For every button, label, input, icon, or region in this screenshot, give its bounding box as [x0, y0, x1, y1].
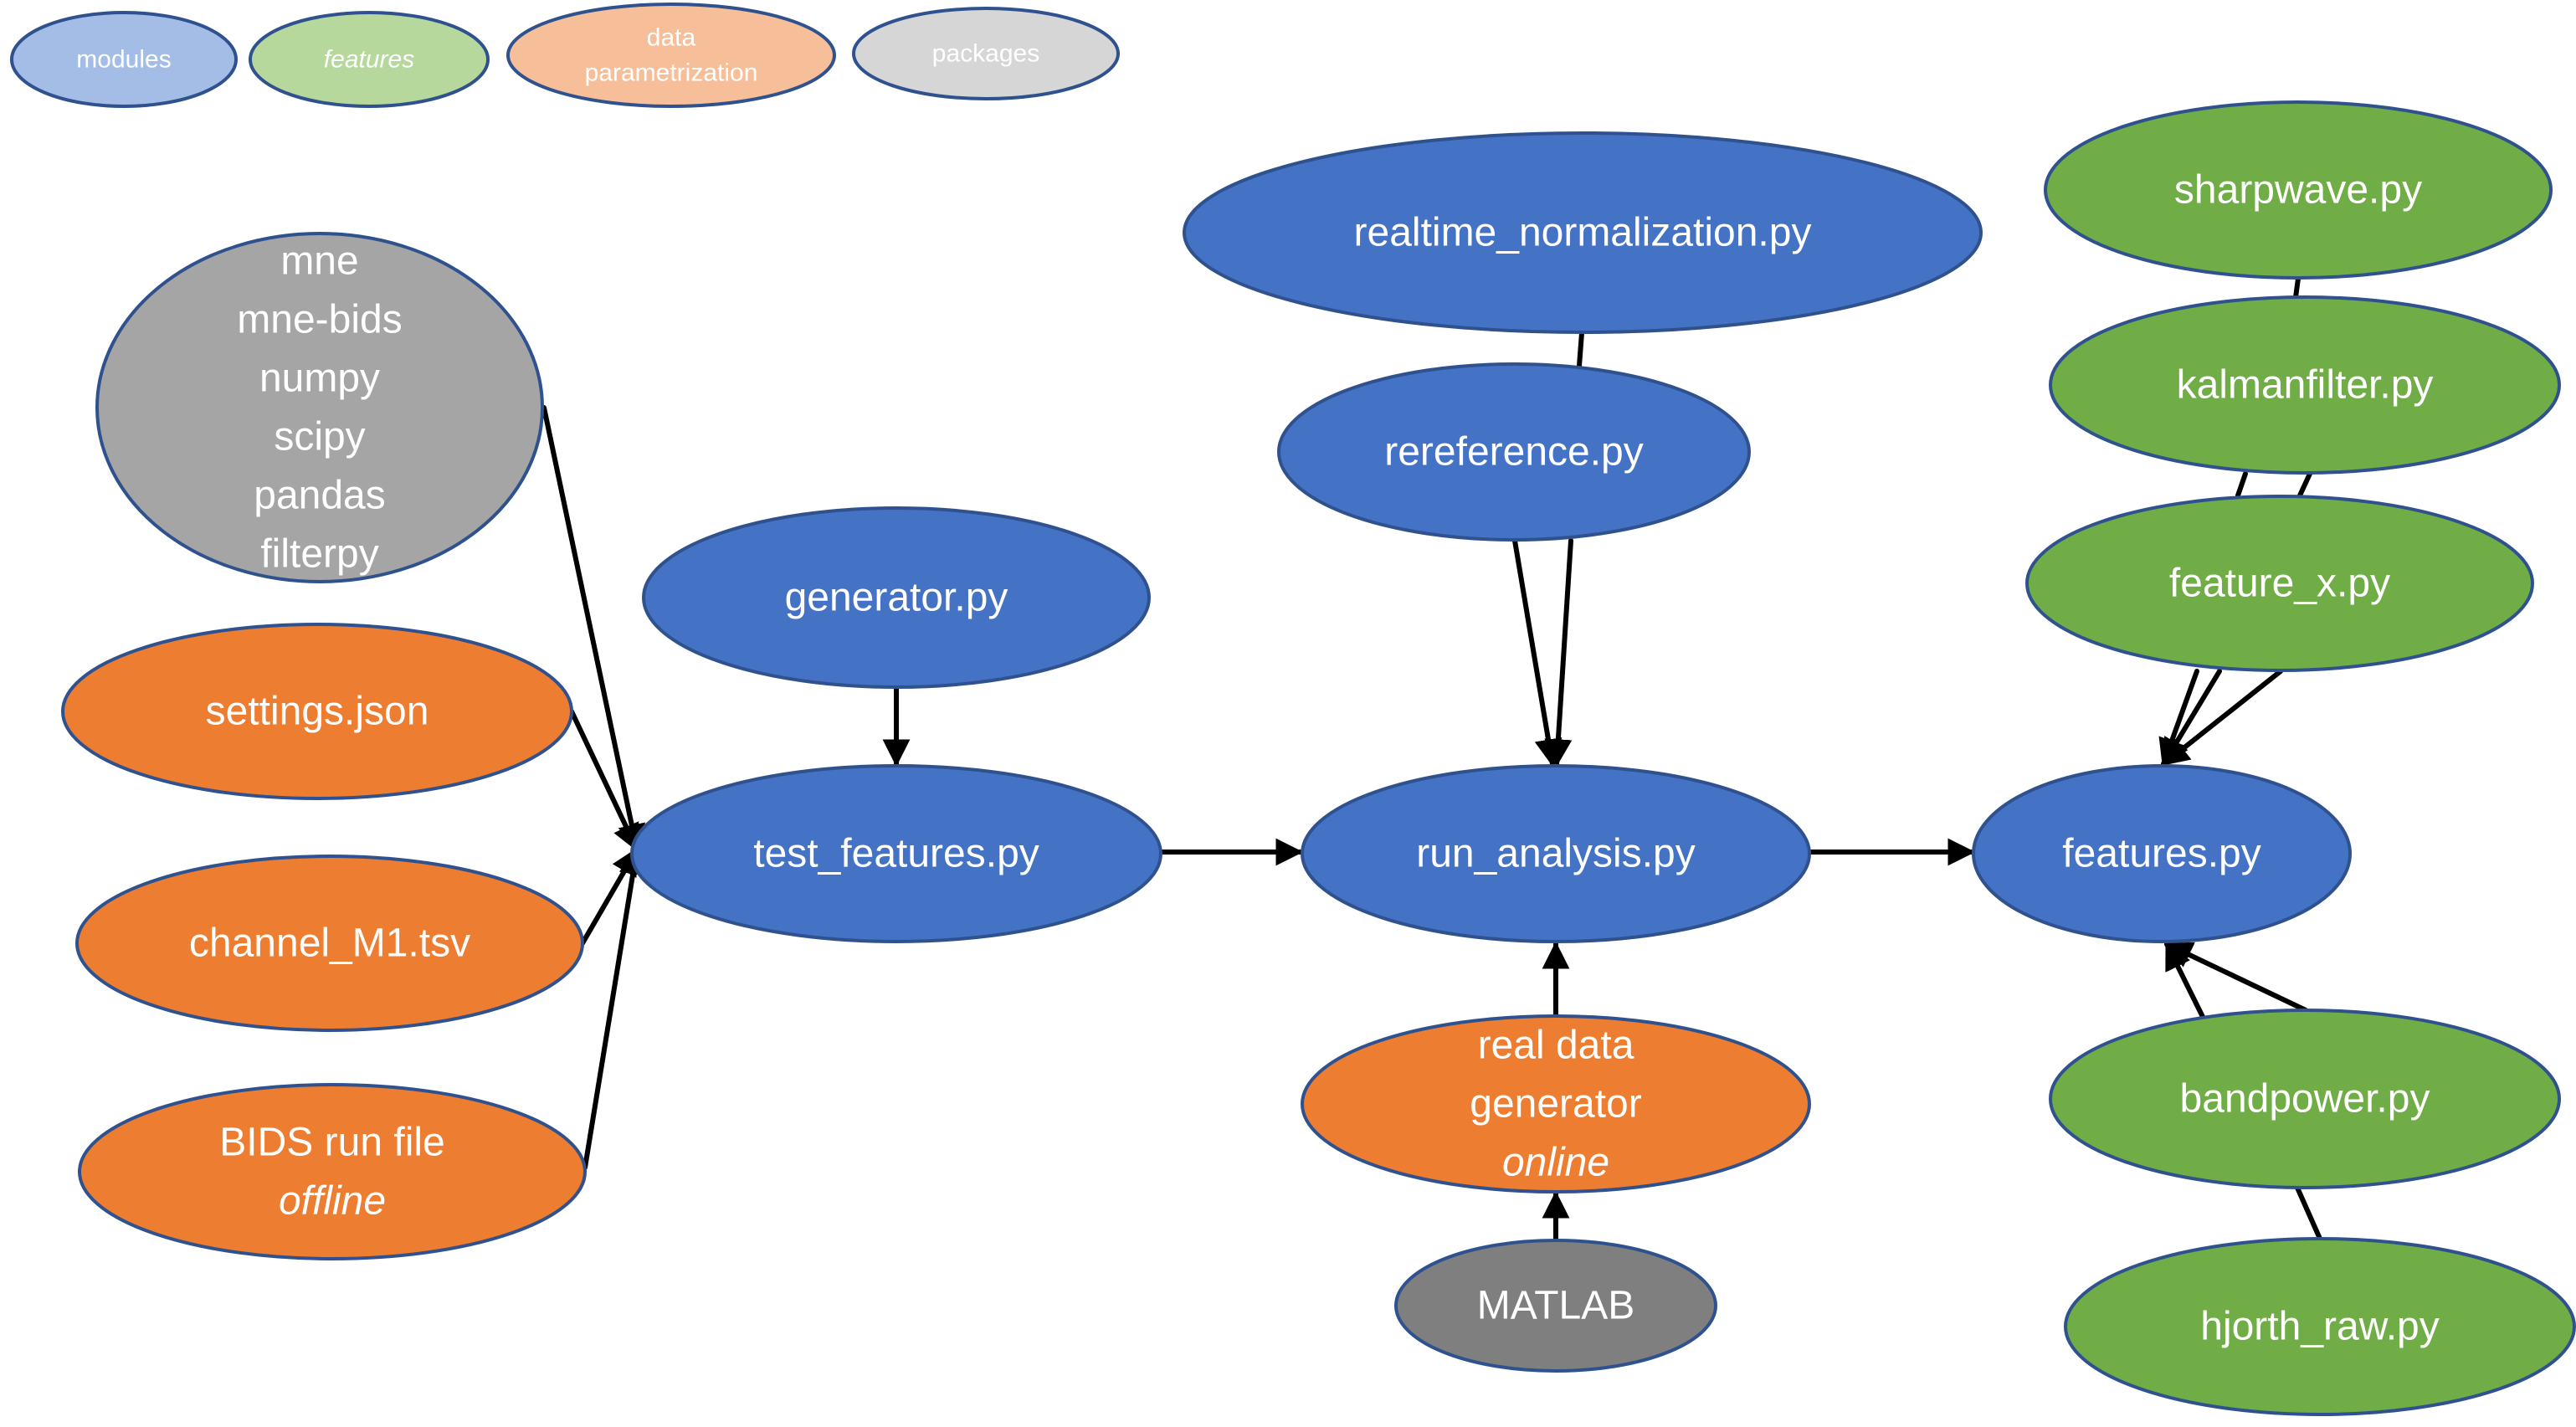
legend-data-parametrization-label: parametrization	[585, 59, 758, 87]
node-packages-label-line: filterpy	[260, 532, 378, 577]
node-features-py-label-line: features.py	[2062, 832, 2260, 876]
node-hjorth-raw-py: hjorth_raw.py	[2064, 1237, 2576, 1416]
node-bids-run-file-label-line: BIDS run file	[219, 1121, 444, 1165]
node-sharpwave-py-shape	[2044, 100, 2553, 280]
legend-packages-swatch	[852, 7, 1120, 100]
node-feature-x-py: feature_x.py	[2025, 495, 2534, 672]
connector-rereference-to-run-analysis-b	[1544, 538, 1573, 767]
node-packages-label-line: scipy	[274, 415, 365, 459]
node-settings-json-label-line: settings.json	[206, 690, 429, 734]
connector-packages-to-test-features	[541, 405, 646, 853]
node-feature-x-py-label-line: feature_x.py	[2169, 562, 2390, 606]
legend-features-label: features	[324, 46, 414, 74]
node-rereference-py-shape	[1277, 362, 1751, 542]
node-channel-m1-tsv: channel_M1.tsv	[75, 855, 584, 1032]
node-run-analysis-py: run_analysis.py	[1301, 764, 1811, 943]
node-generator-py: generator.py	[642, 506, 1151, 689]
connector-rereference-to-run-analysis-a	[1512, 538, 1563, 767]
node-rereference-py: rereference.py	[1277, 362, 1751, 542]
node-bids-run-file: BIDS run file offline	[78, 1083, 587, 1260]
connector-feature-x-to-features-c	[2161, 669, 2283, 767]
node-bandpower-py-shape	[2049, 1009, 2561, 1189]
node-realtime-normalization-py: realtime_normalization.py	[1183, 131, 1983, 334]
connector-bandpower-to-features-b	[2164, 942, 2308, 1013]
node-settings-json: settings.json	[61, 623, 573, 800]
node-channel-m1-tsv-label-line: channel_M1.tsv	[189, 921, 470, 966]
node-real-data-generator-label-line: online	[1502, 1141, 1609, 1185]
node-bandpower-py: bandpower.py	[2049, 1009, 2561, 1189]
node-real-data-generator: real data generator online	[1301, 1014, 1811, 1193]
node-bids-run-file-shape	[78, 1083, 587, 1260]
node-sharpwave-py-label-line: sharpwave.py	[2174, 168, 2422, 213]
legend: modules features data parametrization packag…	[10, 3, 1120, 108]
node-packages-label-line: numpy	[259, 357, 380, 401]
node-feature-x-py-shape	[2025, 495, 2534, 672]
connector-hjorth-to-bandpower	[2295, 1185, 2322, 1241]
node-settings-json-shape	[61, 623, 573, 800]
node-packages-label-line: mne	[280, 239, 358, 284]
node-generator-py-label-line: generator.py	[785, 576, 1008, 620]
node-real-data-generator-label-line: real data	[1478, 1024, 1634, 1068]
connector-sharpwave-to-kalmanfilter	[2293, 276, 2301, 300]
legend-packages-label: packages	[932, 40, 1039, 68]
node-run-analysis-py-label-line: run_analysis.py	[1416, 832, 1696, 876]
node-real-data-generator-shape	[1301, 1014, 1811, 1193]
node-hjorth-raw-py-label-line: hjorth_raw.py	[2200, 1305, 2440, 1349]
node-packages-shape	[95, 232, 544, 583]
legend-data-parametrization-label: data	[647, 24, 696, 52]
node-kalmanfilter-py-label-line: kalmanfilter.py	[2177, 363, 2434, 408]
node-real-data-generator-label-line: generator	[1470, 1082, 1641, 1127]
node-features-py: features.py	[1972, 764, 2352, 943]
node-packages-label-line: mne-bids	[237, 298, 402, 342]
node-run-analysis-py-shape	[1301, 764, 1811, 943]
legend-modules-swatch	[10, 11, 238, 108]
node-matlab: MATLAB	[1394, 1239, 1717, 1373]
node-features-py-shape	[1972, 764, 2352, 943]
node-generator-py-shape	[642, 506, 1151, 689]
node-matlab-label-line: MATLAB	[1477, 1284, 1634, 1328]
node-kalmanfilter-py-shape	[2049, 295, 2561, 475]
legend-data-parametrization: data parametrization	[506, 3, 836, 108]
node-test-features-py: test_features.py	[630, 764, 1162, 943]
node-rereference-py-label-line: rereference.py	[1384, 430, 1644, 475]
legend-modules: modules	[10, 11, 238, 108]
node-kalmanfilter-py: kalmanfilter.py	[2049, 295, 2561, 475]
node-sharpwave-py: sharpwave.py	[2044, 100, 2553, 280]
legend-features-swatch	[249, 11, 490, 108]
legend-features: features	[249, 11, 490, 108]
connector-settings-to-test-features	[569, 709, 639, 852]
legend-data-parametrization-swatch	[506, 3, 836, 108]
node-layer: mne mne-bids numpy scipy pandas filterpy setti…	[61, 100, 2576, 1416]
connector-bids-to-test-features	[582, 846, 647, 1170]
node-packages-label-line: pandas	[254, 474, 385, 518]
connector-kalmanfilter-to-feature-x-a	[2235, 471, 2248, 498]
node-packages: mne mne-bids numpy scipy pandas filterpy	[95, 232, 544, 583]
legend-modules-label: modules	[76, 46, 171, 74]
node-bandpower-py-label-line: bandpower.py	[2180, 1077, 2430, 1122]
connector-layer	[541, 276, 2322, 1242]
node-realtime-normalization-py-shape	[1183, 131, 1983, 334]
legend-packages: packages	[852, 7, 1120, 100]
connector-normalization-to-rereference	[1577, 331, 1584, 368]
node-channel-m1-tsv-shape	[75, 855, 584, 1032]
node-bids-run-file-label-line: offline	[279, 1179, 386, 1224]
node-test-features-py-shape	[630, 764, 1162, 943]
node-test-features-py-label-line: test_features.py	[753, 832, 1039, 876]
node-matlab-shape	[1394, 1239, 1717, 1373]
connector-kalmanfilter-to-feature-x-b	[2297, 471, 2312, 498]
node-realtime-normalization-py-label-line: realtime_normalization.py	[1354, 211, 1812, 255]
node-hjorth-raw-py-shape	[2064, 1237, 2576, 1416]
